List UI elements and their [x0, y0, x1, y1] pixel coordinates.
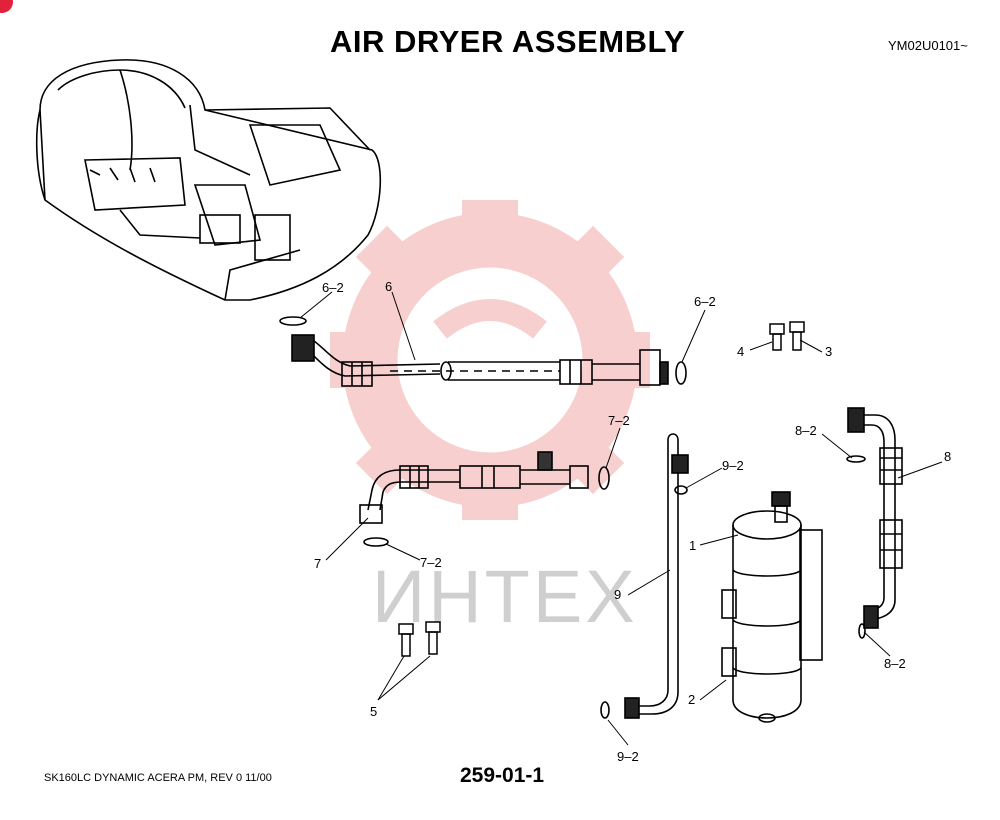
hose-8: [846, 407, 903, 639]
watermark-text: ИНТЕХ: [372, 555, 638, 638]
callout-6: 6: [385, 279, 392, 294]
callout-9: 9: [614, 587, 621, 602]
hose-7-assembly: [359, 451, 610, 547]
callout-6-2-right: 6–2: [694, 294, 716, 309]
hose-9: [600, 433, 689, 719]
page-number: 259-01-1: [460, 764, 545, 787]
callout-4: 4: [737, 344, 744, 359]
bolts-5: [398, 621, 441, 657]
bolts-3-4: [769, 321, 805, 351]
hose-6-assembly: [279, 316, 687, 387]
page-title: AIR DRYER ASSEMBLY: [330, 24, 686, 59]
air-dryer-body: [721, 491, 823, 723]
callout-7-2-lower: 7–2: [420, 555, 442, 570]
callout-8: 8: [944, 449, 951, 464]
callout-3: 3: [825, 344, 832, 359]
corner-badge: [0, 0, 13, 13]
watermark-gear-icon: [330, 200, 650, 520]
callout-5: 5: [370, 704, 377, 719]
callout-7-2-upper: 7–2: [608, 413, 630, 428]
callout-8-2-upper: 8–2: [795, 423, 817, 438]
callout-8-2-lower: 8–2: [884, 656, 906, 671]
callout-9-2-upper: 9–2: [722, 458, 744, 473]
model-code: YM02U0101~: [888, 38, 968, 53]
machine-overview: [35, 59, 382, 301]
callout-1: 1: [689, 538, 696, 553]
callout-7: 7: [314, 556, 321, 571]
callout-6-2-left: 6–2: [322, 280, 344, 295]
footer-model-info: SK160LC DYNAMIC ACERA PM, REV 0 11/00: [44, 772, 272, 784]
callout-9-2-lower: 9–2: [617, 749, 639, 764]
callout-2: 2: [688, 692, 695, 707]
leader-lines: [299, 291, 943, 746]
